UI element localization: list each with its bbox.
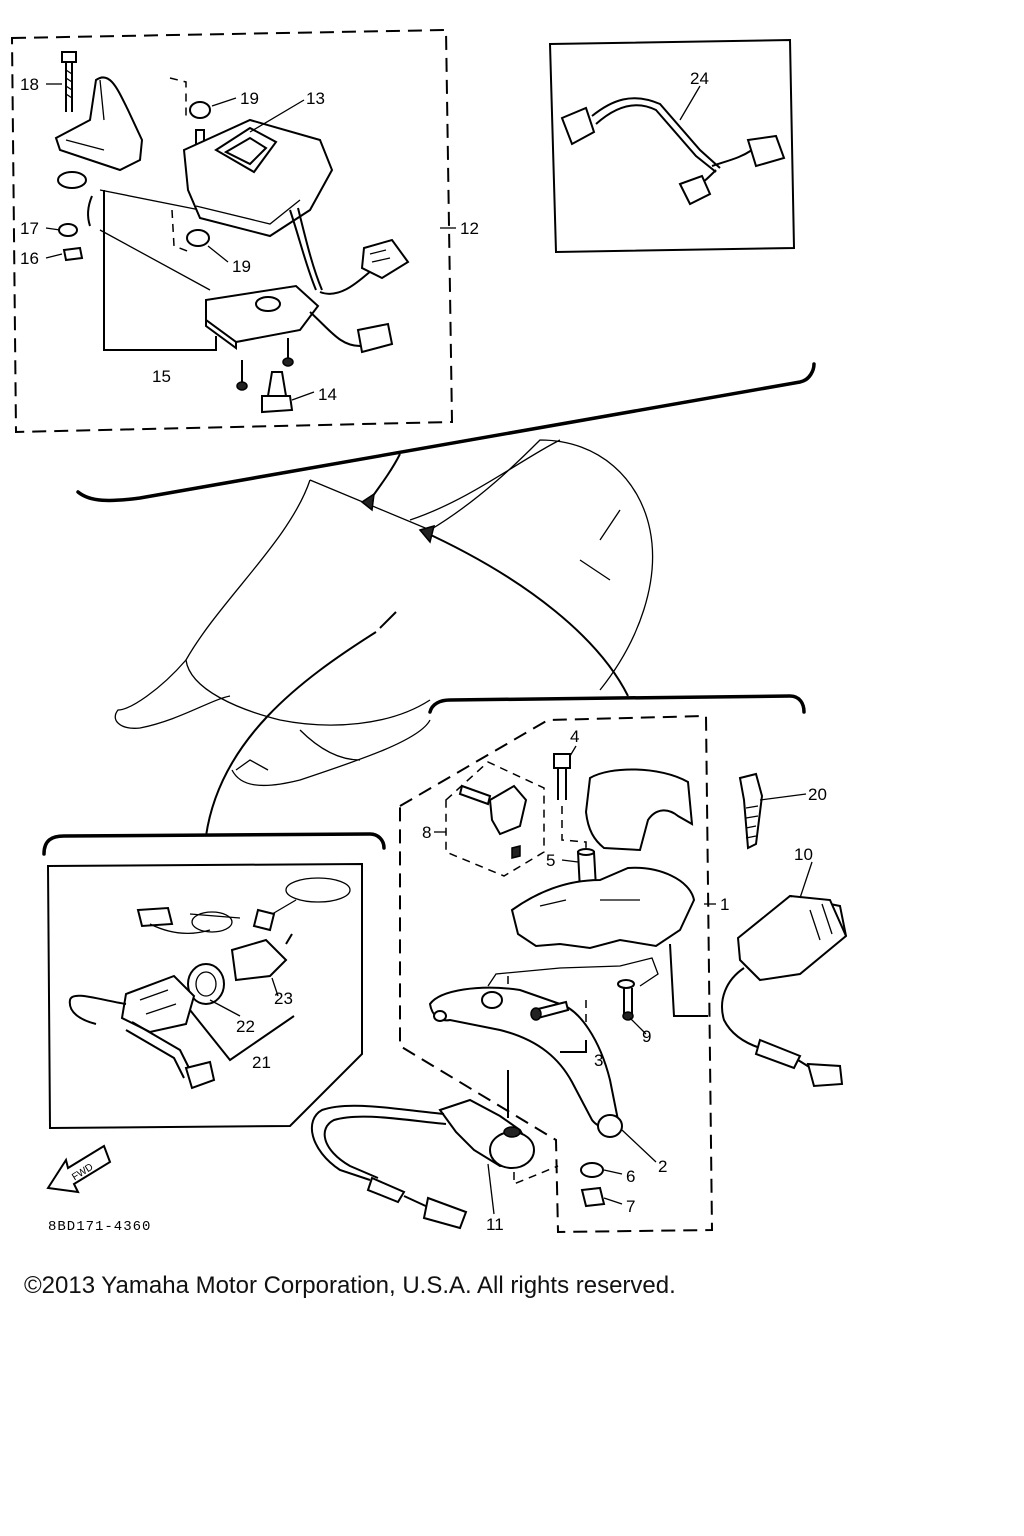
- fwd-arrow-icon: FWD: [46, 1144, 112, 1194]
- callout-9: 9: [642, 1027, 651, 1046]
- callout-19-top: 19: [240, 89, 259, 108]
- callout-15: 15: [152, 367, 171, 386]
- mounting-bracket: [54, 76, 211, 291]
- section-divider-lines: [42, 362, 816, 856]
- callout-13: 13: [306, 89, 325, 108]
- callout-5: 5: [546, 851, 555, 870]
- screw-3: [530, 1000, 570, 1021]
- callout-22: 22: [236, 1017, 255, 1036]
- callout-7: 7: [626, 1197, 635, 1216]
- control-module-13: [182, 118, 373, 295]
- bolt-4: [553, 753, 587, 870]
- callout-11: 11: [486, 1215, 504, 1234]
- callout-10: 10: [794, 845, 813, 864]
- callout-1: 1: [720, 895, 729, 914]
- leader-3: [560, 1040, 587, 1053]
- callout-18: 18: [20, 75, 39, 94]
- module-connector: [360, 238, 410, 280]
- leader-21: [189, 1009, 295, 1062]
- copyright-notice: ©2013 Yamaha Motor Corporation, U.S.A. A…: [24, 1272, 676, 1299]
- callout-17: 17: [20, 219, 39, 238]
- callout-14: 14: [318, 385, 337, 404]
- group-12-box: [10, 28, 454, 434]
- callout-leaders: [45, 83, 813, 1215]
- group-1-box: [399, 714, 714, 1234]
- nut-16: [62, 246, 84, 262]
- drawing-code: 8BD171-4360: [48, 1219, 151, 1235]
- brake-lever-2: [428, 986, 623, 1138]
- grommet-19-top: [169, 77, 211, 145]
- routing-cables: [205, 453, 629, 837]
- grommet-19-bottom: [171, 209, 210, 253]
- cable-clip-20: [738, 772, 764, 850]
- leader-15: [103, 190, 217, 351]
- screw-14: [236, 338, 294, 414]
- callout-12: 12: [460, 219, 479, 238]
- key-and-lanyard: [136, 877, 351, 935]
- wire-harness-24: [560, 97, 786, 206]
- callout-20: 20: [808, 785, 827, 804]
- group-21-box: [46, 862, 363, 1130]
- washer-17: [58, 223, 78, 237]
- nut-7: [580, 1186, 606, 1208]
- callout-21: 21: [252, 1053, 271, 1072]
- callout-2: 2: [658, 1157, 667, 1176]
- adjuster-8: [458, 784, 528, 859]
- callout-4: 4: [570, 727, 579, 746]
- callout-23: 23: [274, 989, 293, 1008]
- callout-24: 24: [690, 69, 709, 88]
- brake-switch-11: [310, 1070, 559, 1230]
- washer-6: [580, 1162, 604, 1178]
- bolt-18: [61, 51, 77, 112]
- callout-3: 3: [594, 1051, 603, 1070]
- module-base-15: [205, 284, 394, 354]
- relay-10: [721, 894, 848, 1088]
- snowmobile-outline: [114, 439, 654, 787]
- group-24-box: [548, 38, 796, 254]
- ignition-switch-parts: [68, 933, 293, 1090]
- group-8-box: [445, 761, 545, 877]
- callout-19-bottom: 19: [232, 257, 251, 276]
- bolt-9: [617, 979, 635, 1021]
- callout-6: 6: [626, 1167, 635, 1186]
- lever-cover: [584, 768, 694, 852]
- callout-8: 8: [422, 823, 431, 842]
- callout-16: 16: [20, 249, 39, 268]
